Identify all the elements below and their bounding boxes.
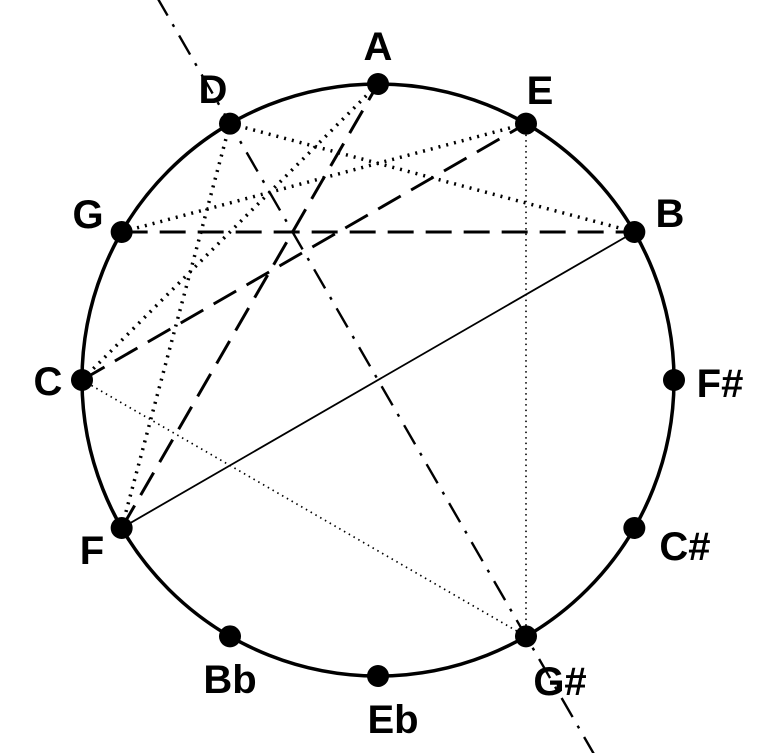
- note-dot-bb: [219, 625, 241, 648]
- interval-line-c-gs: [81, 379, 527, 638]
- note-label-g: G: [72, 193, 103, 237]
- note-dot-f: [110, 517, 133, 539]
- interval-lines: [80, 0, 635, 753]
- note-dot-b: [623, 221, 646, 243]
- note-dot-eb: [367, 665, 389, 687]
- interval-line-f-a: [120, 83, 380, 529]
- note-label-bb: Bb: [203, 658, 256, 702]
- note-dots: [71, 73, 685, 687]
- note-label-fs: F#: [697, 362, 744, 406]
- note-dot-g: [110, 221, 133, 243]
- note-label-b: B: [656, 192, 685, 236]
- note-label-c: C: [34, 360, 63, 404]
- note-dot-gs: [515, 625, 537, 648]
- note-dot-cs: [623, 517, 646, 539]
- interval-line-d-f: [119, 123, 232, 529]
- symmetry-axis-line: [157, 0, 595, 753]
- note-label-gs: G#: [533, 660, 586, 704]
- interval-line-d-b: [229, 121, 635, 234]
- interval-line-c-e: [81, 122, 527, 382]
- note-label-d: D: [199, 68, 228, 112]
- note-dot-e: [515, 112, 537, 135]
- note-label-a: A: [364, 25, 393, 69]
- note-label-f: F: [80, 529, 104, 573]
- note-labels: A E B F# C# G# Eb Bb F C G D: [34, 25, 744, 742]
- interval-line-g-e: [121, 121, 527, 234]
- note-label-cs: C#: [659, 525, 710, 569]
- interval-line-c-a: [80, 82, 380, 382]
- note-label-e: E: [527, 69, 554, 113]
- note-dot-fs: [663, 369, 685, 391]
- interval-line-f-b: [121, 231, 635, 529]
- note-dot-a: [367, 73, 389, 95]
- note-dot-d: [219, 112, 241, 135]
- note-dot-c: [71, 369, 93, 391]
- note-label-eb: Eb: [367, 698, 418, 742]
